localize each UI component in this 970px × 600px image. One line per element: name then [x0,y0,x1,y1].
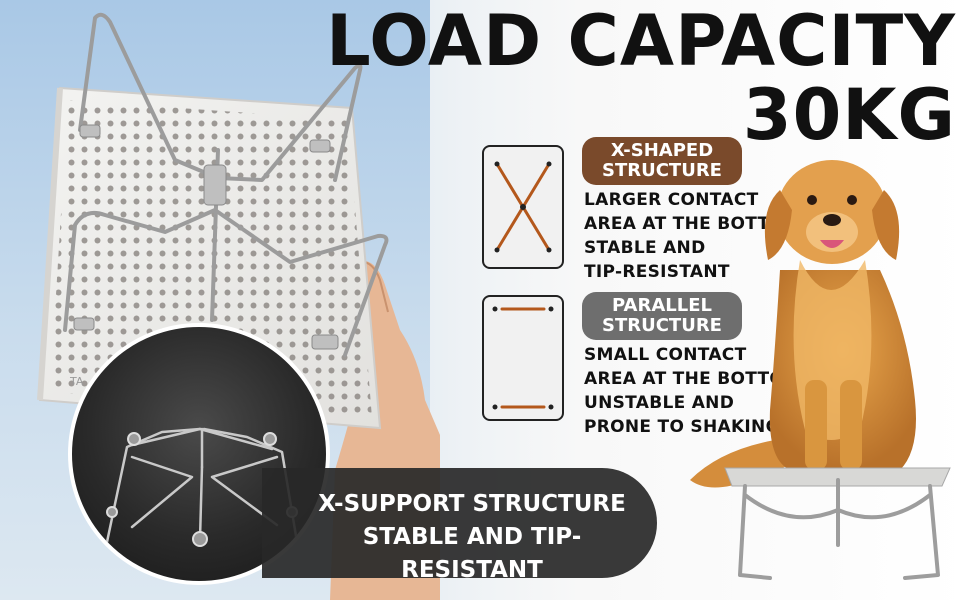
wire-legs [63,12,389,357]
parallel-structure-label-line1: PARALLEL [612,295,712,316]
x-desc-line: AREA AT THE BOTTOM [584,214,802,234]
dog-table-top [724,467,951,487]
support-badge-line1: X-SUPPORT STRUCTURE [318,491,626,517]
dog-on-table-photo [690,160,951,580]
x-structure-description: LARGER CONTACT AREA AT THE BOTTOM STABLE… [584,188,801,284]
parallel-structure-description: SMALL CONTACT AREA AT THE BOTTOM UNSTABL… [584,343,801,439]
parallel-structure-diagram [482,295,564,421]
support-badge-text: X-SUPPORT STRUCTURE STABLE AND TIP-RESIS… [302,488,642,587]
parallel-desc-line: PRONE TO SHAKING [584,417,780,437]
x-desc-line: LARGER CONTACT [584,190,759,210]
headline: LOAD CAPACITY 30KG [326,6,956,150]
parallel-structure-icon [492,306,554,410]
parallel-desc-line: UNSTABLE AND [584,393,735,413]
x-structure-icon [494,161,552,253]
x-support-frame-icon [105,427,299,547]
support-badge [262,468,657,578]
x-structure-diagram [482,145,564,269]
x-structure-label: X-SHAPED STRUCTURE [582,137,742,185]
parallel-structure-label-line2: STRUCTURE [602,315,722,336]
x-structure-label-line1: X-SHAPED [610,140,714,161]
panel-print: TA [69,375,84,388]
parallel-desc-line: SMALL CONTACT [584,345,747,365]
headline-line1: LOAD CAPACITY [326,0,956,82]
x-structure-label-line2: STRUCTURE [602,160,722,181]
headline-line2: 30KG [742,74,956,156]
parallel-structure-label: PARALLEL STRUCTURE [582,292,742,340]
support-badge-line2: STABLE AND TIP-RESISTANT [362,524,582,583]
perforated-table-photo: TA [37,12,440,600]
x-desc-line: STABLE AND [584,238,706,258]
x-desc-line: TIP-RESISTANT [584,262,730,282]
parallel-desc-line: AREA AT THE BOTTOM [584,369,802,389]
